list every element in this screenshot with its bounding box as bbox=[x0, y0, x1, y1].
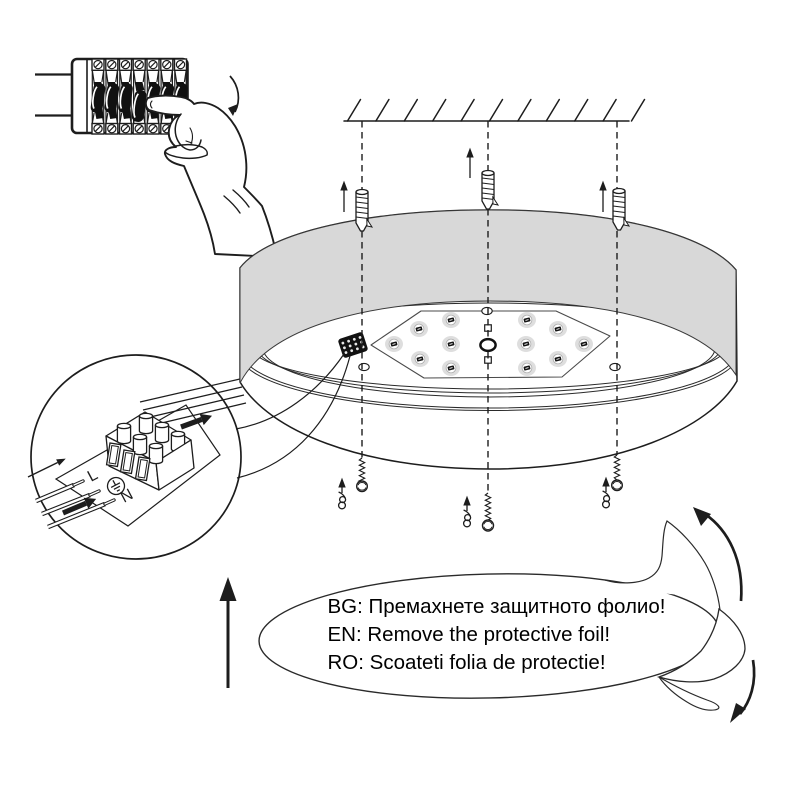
svg-text:EN: Remove the protective foil: EN: Remove the protective foil! bbox=[328, 623, 611, 646]
svg-text:BG: Премахнете защитното фолио: BG: Премахнете защитното фолио! bbox=[328, 595, 666, 618]
svg-text:RO: Scoateti folia de protecti: RO: Scoateti folia de protectie! bbox=[328, 651, 606, 674]
